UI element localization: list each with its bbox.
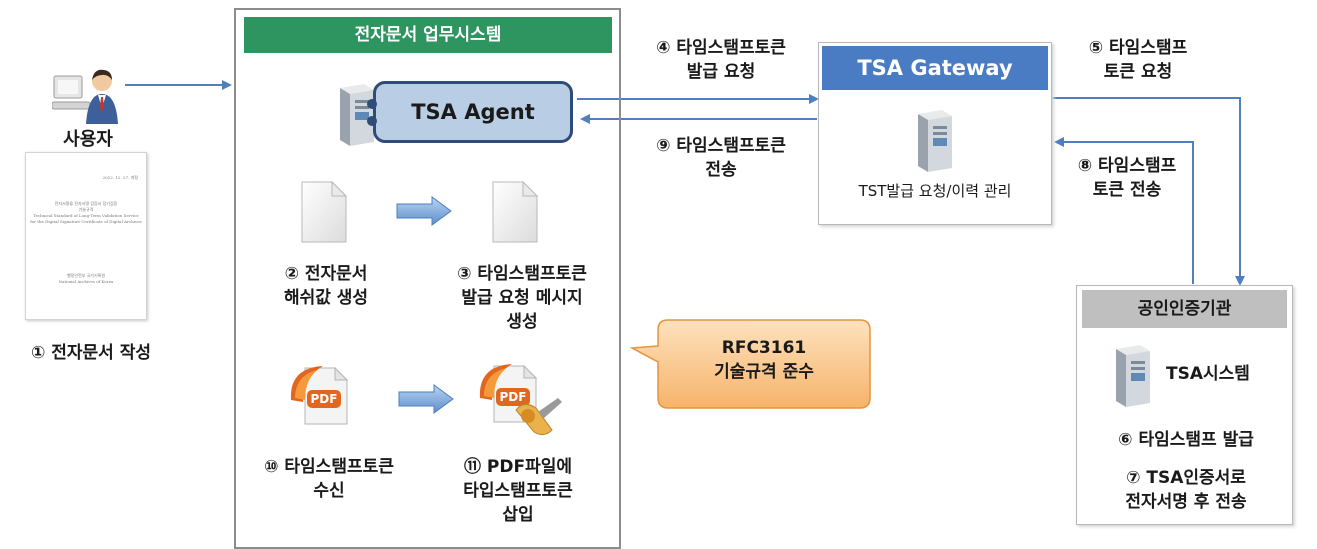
right-arrow-icon (396, 196, 452, 226)
step11-line: 타입스탬프토큰 (463, 481, 573, 501)
step5-line: ⑤ 타임스탬프 (1088, 38, 1188, 58)
document-cover-org: 행정안전부 국가기록원 (66, 273, 106, 278)
system-title: 전자문서 업무시스템 (354, 25, 502, 45)
document-cover-title: 전자서명을 전자서명 검증서 장기검증 (54, 201, 118, 206)
user-computer-icon (51, 68, 122, 124)
step7-line: 전자서명 후 전송 (1125, 492, 1247, 512)
step9-line: 전송 (705, 160, 737, 180)
callout-line: 기술규격 준수 (714, 362, 814, 382)
user-label: 사용자 (63, 129, 113, 150)
step4-line: ④ 타임스탬프토큰 (656, 38, 786, 58)
agent-connector-dot (367, 99, 377, 109)
pdf-badge-text: PDF (499, 390, 527, 404)
gateway-title-banner: TSA Gateway (822, 46, 1048, 90)
callout-text: RFC3161 기술규격 준수 (658, 336, 870, 384)
step11-line: ⑪ PDF파일에 (463, 457, 573, 477)
step11-label: ⑪ PDF파일에 타입스탬프토큰 삽입 (438, 455, 598, 527)
right-arrow-icon (398, 384, 454, 414)
gateway-server-icon (912, 108, 958, 174)
gateway-caption: TST발급 요청/이력 관리 (858, 182, 1012, 200)
document-icon (300, 180, 348, 244)
gateway-title: TSA Gateway (857, 56, 1013, 80)
arrow-ca-to-gateway (1054, 137, 1194, 284)
tsa-agent-label: TSA Agent (411, 100, 535, 124)
step9-line: ⑨ 타임스탬프토큰 (656, 136, 786, 156)
pdf-badge-text: PDF (310, 392, 338, 406)
step2-line: ② 전자문서 (284, 264, 368, 284)
pdf-file-with-token-icon: PDF (476, 360, 568, 440)
step7-line: ⑦ TSA인증서로 (1126, 468, 1246, 488)
ca-title-banner: 공인인증기관 (1082, 290, 1287, 328)
step10-line: 수신 (313, 481, 345, 501)
ca-server-icon (1110, 343, 1156, 409)
tsa-agent-box: TSA Agent (373, 81, 573, 143)
step10-line: ⑩ 타임스탬프토큰 (264, 457, 394, 477)
arrow-gateway-to-ca (1052, 97, 1245, 286)
callout-bubble (629, 319, 871, 409)
step3-line: 생성 (506, 312, 538, 332)
tsa-system-label: TSA시스템 (1166, 364, 1250, 384)
step11-line: 삽입 (502, 505, 534, 525)
step9-label: ⑨ 타임스탬프토큰 전송 (626, 134, 816, 182)
step2-line: 해쉬값 생성 (283, 288, 369, 308)
document-cover-org: National Archives of Korea (58, 279, 114, 284)
step6-label: ⑥ 타임스탬프 발급 (1118, 430, 1254, 450)
step3-line: 발급 요청 메시지 (461, 288, 583, 308)
step4-label: ④ 타임스탬프토큰 발급 요청 (626, 36, 816, 84)
step5-line: 토큰 요청 (1103, 62, 1173, 82)
document-cover-subtitle: Technical Standard of Long-Term Validati… (33, 213, 139, 218)
document-cover-date: 2012. 12. 27. 개정 (102, 175, 138, 180)
agent-connector-dot (367, 116, 377, 126)
step1-label: ① 전자문서 작성 (30, 343, 152, 363)
step4-line: 발급 요청 (686, 62, 756, 82)
agent-server-icon (334, 82, 380, 148)
step8-label: ⑧ 타임스탬프 토큰 전송 (1062, 154, 1192, 202)
document-cover: 2012. 12. 27. 개정 전자서명을 전자서명 검증서 장기검증 기술규… (25, 152, 147, 320)
ca-title: 공인인증기관 (1137, 299, 1232, 319)
callout-line: RFC3161 (721, 338, 807, 358)
system-title-banner: 전자문서 업무시스템 (244, 17, 612, 53)
step10-label: ⑩ 타임스탬프토큰 수신 (244, 455, 414, 503)
step5-label: ⑤ 타임스탬프 토큰 요청 (1068, 36, 1208, 84)
step3-label: ③ 타임스탬프토큰 발급 요청 메시지 생성 (432, 262, 612, 334)
document-cover-title: 기술규격 (78, 207, 94, 212)
document-cover-subtitle: for the Digital Signature Certificate of… (30, 219, 142, 224)
step3-line: ③ 타임스탬프토큰 (457, 264, 587, 284)
step2-label: ② 전자문서 해쉬값 생성 (256, 262, 396, 310)
pdf-file-icon: PDF (287, 362, 359, 428)
step8-line: 토큰 전송 (1092, 180, 1162, 200)
step8-line: ⑧ 타임스탬프 (1077, 156, 1177, 176)
document-icon (491, 180, 539, 244)
step7-label: ⑦ TSA인증서로 전자서명 후 전송 (1086, 466, 1286, 514)
